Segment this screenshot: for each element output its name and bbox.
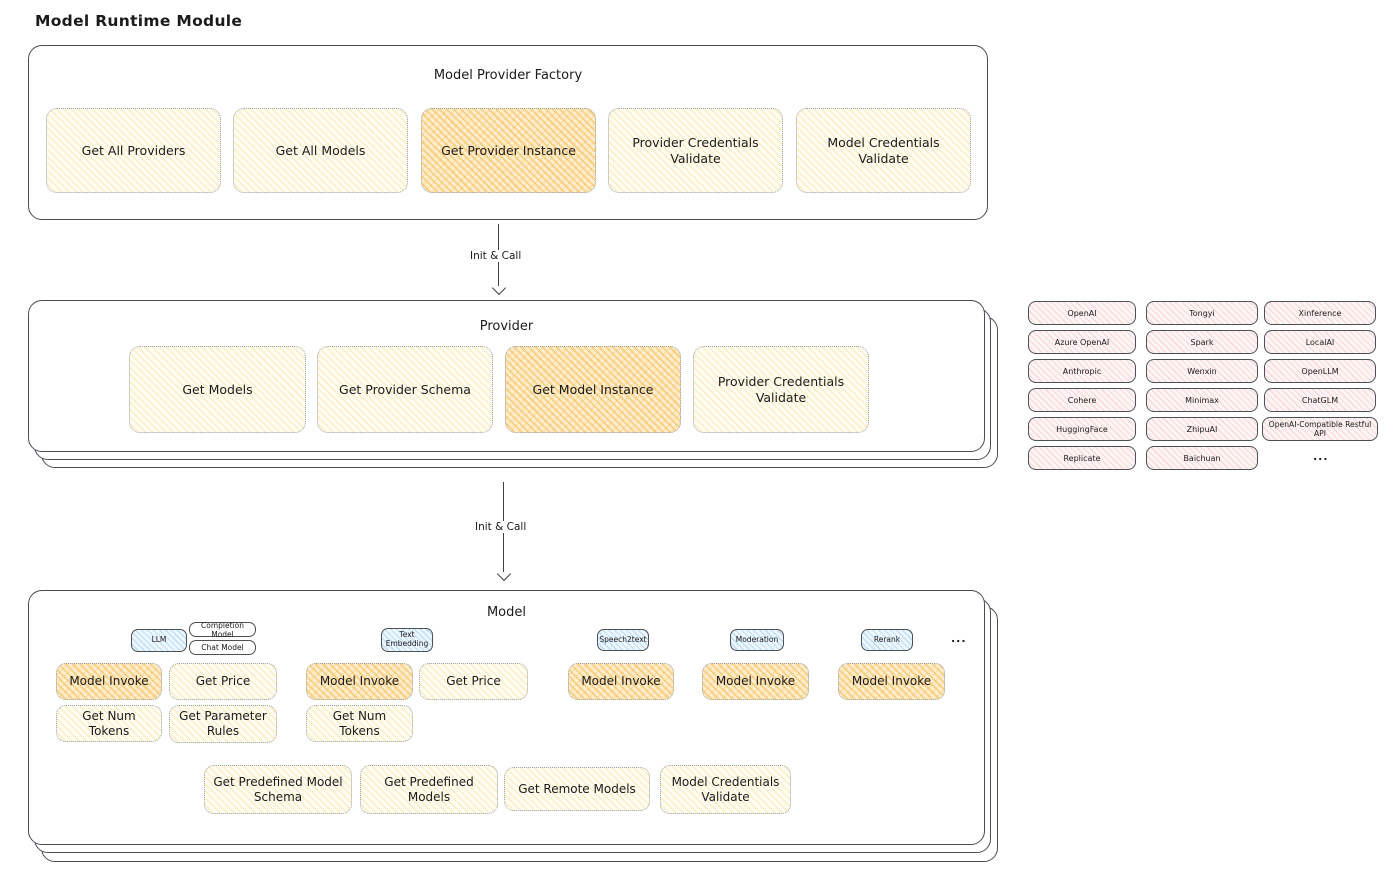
provider-chips-more: ...: [1313, 450, 1329, 463]
page-title: Model Runtime Module: [35, 12, 243, 30]
arrow-provider-to-model-head: [496, 566, 512, 582]
moderation-model-invoke: Model Invoke: [702, 663, 809, 700]
speech2text-model-invoke: Model Invoke: [568, 663, 674, 700]
provider-chip-spark: Spark: [1146, 330, 1258, 354]
arrow1-label: Init & Call: [466, 250, 526, 262]
model-tag-moderation: Moderation: [730, 629, 784, 651]
arrow-factory-to-provider-head: [491, 280, 507, 296]
model-model-credentials-validate: Model Credentials Validate: [660, 765, 791, 814]
model-tag-llm: LLM: [131, 629, 187, 652]
provider-chip-azure-openai: Azure OpenAI: [1028, 330, 1136, 354]
model-tag-text-embedding: Text Embedding: [381, 628, 433, 652]
factory-section: Model Provider Factory Get All Providers…: [28, 45, 988, 220]
provider-chip-xinference: Xinference: [1264, 301, 1376, 325]
provider-provider-credentials-validate: Provider Credentials Validate: [693, 346, 869, 433]
provider-chip-tongyi: Tongyi: [1146, 301, 1258, 325]
text-embedding-get-num-tokens: Get Num Tokens: [306, 705, 413, 742]
provider-chip-openai-compatible: OpenAI-Compatible Restful API: [1262, 417, 1378, 441]
provider-chip-anthropic: Anthropic: [1028, 359, 1136, 383]
model-tag-rerank: Rerank: [861, 629, 913, 651]
provider-get-provider-schema: Get Provider Schema: [317, 346, 493, 433]
factory-get-all-providers: Get All Providers: [46, 108, 221, 193]
provider-get-models: Get Models: [129, 346, 306, 433]
provider-chip-openai: OpenAI: [1028, 301, 1136, 325]
factory-get-all-models: Get All Models: [233, 108, 408, 193]
factory-model-credentials-validate: Model Credentials Validate: [796, 108, 971, 193]
factory-get-provider-instance: Get Provider Instance: [421, 108, 596, 193]
factory-provider-credentials-validate: Provider Credentials Validate: [608, 108, 783, 193]
model-tag-completion-model: Completion Model: [189, 621, 256, 639]
provider-chip-baichuan: Baichuan: [1146, 446, 1258, 470]
llm-model-invoke: Model Invoke: [56, 663, 162, 700]
provider-chip-wenxin: Wenxin: [1146, 359, 1258, 383]
factory-title: Model Provider Factory: [433, 68, 583, 83]
model-get-predefined-model-schema: Get Predefined Model Schema: [204, 765, 352, 814]
model-section: Model LLM Completion Model Chat Model Mo…: [28, 590, 985, 845]
provider-chip-minimax: Minimax: [1146, 388, 1258, 412]
provider-chip-replicate: Replicate: [1028, 446, 1136, 470]
model-tag-speech2text: Speech2text: [597, 629, 649, 651]
model-title: Model: [486, 605, 527, 620]
provider-chip-openllm: OpenLLM: [1264, 359, 1376, 383]
llm-get-num-tokens: Get Num Tokens: [56, 705, 162, 742]
provider-section: Provider Get Models Get Provider Schema …: [28, 300, 985, 452]
llm-get-parameter-rules: Get Parameter Rules: [169, 705, 277, 743]
provider-chip-zhipuai: ZhipuAI: [1146, 417, 1258, 441]
text-embedding-get-price: Get Price: [419, 663, 528, 700]
llm-get-price: Get Price: [169, 663, 277, 700]
model-tag-chat-model: Chat Model: [189, 640, 256, 655]
provider-chip-chatglm: ChatGLM: [1264, 388, 1376, 412]
provider-chip-huggingface: HuggingFace: [1028, 417, 1136, 441]
text-embedding-model-invoke: Model Invoke: [306, 663, 413, 700]
provider-title: Provider: [479, 319, 534, 334]
model-get-remote-models: Get Remote Models: [504, 767, 650, 811]
provider-get-model-instance: Get Model Instance: [505, 346, 681, 433]
rerank-model-invoke: Model Invoke: [838, 663, 945, 700]
provider-chip-cohere: Cohere: [1028, 388, 1136, 412]
provider-chip-localai: LocalAI: [1264, 330, 1376, 354]
arrow2-label: Init & Call: [471, 521, 531, 533]
model-get-predefined-models: Get Predefined Models: [360, 765, 498, 814]
model-tags-more: ...: [951, 632, 967, 645]
